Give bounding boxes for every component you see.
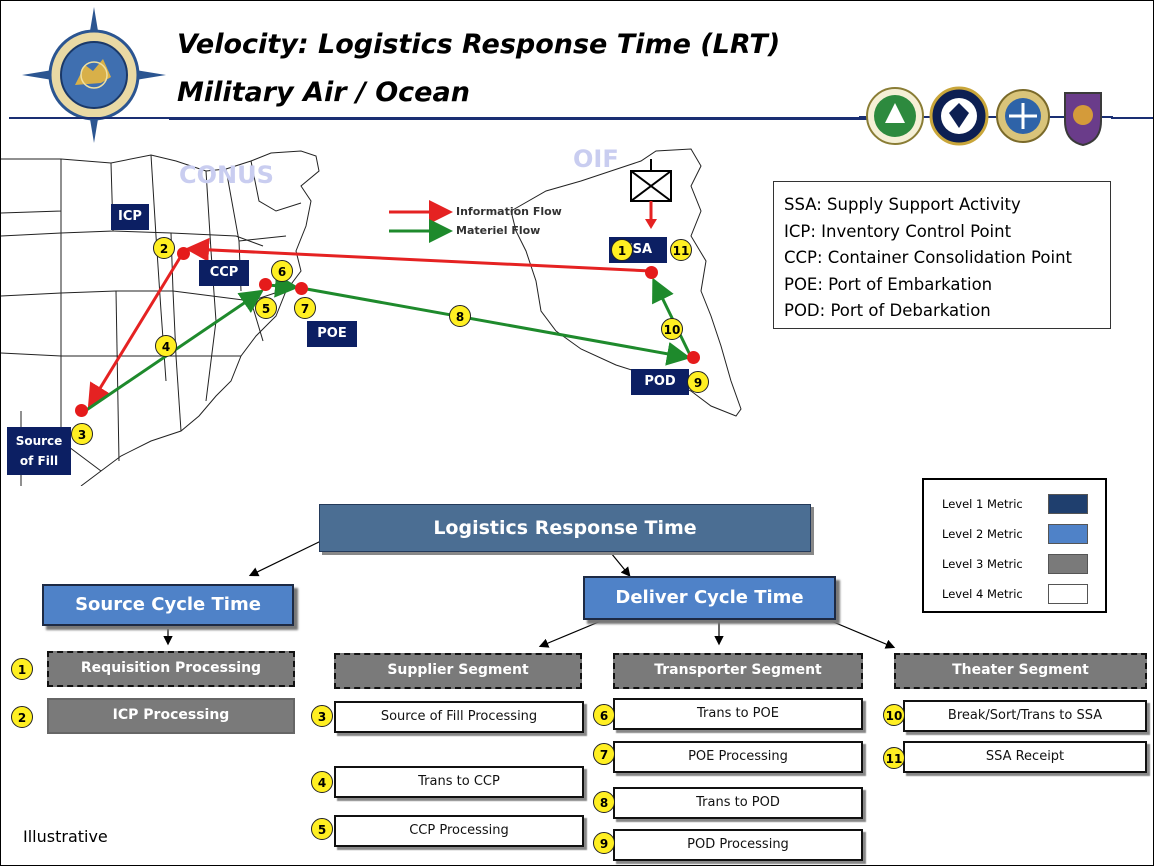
source-cycle-time-box: Source Cycle Time <box>42 584 294 626</box>
oif-region-label: OIF <box>573 145 619 173</box>
requisition-processing-box: Requisition Processing <box>47 651 295 687</box>
map-marker-11: 11 <box>670 239 692 261</box>
info-flow-icp-to-source <box>87 255 183 409</box>
theater-segment-box: Theater Segment <box>894 653 1147 689</box>
info-flow-ssa-to-icp <box>185 237 652 273</box>
map-label-poe: POE <box>307 321 357 347</box>
map-marker-6: 6 <box>271 260 293 282</box>
source-of-fill-processing-box: Source of Fill Processing <box>334 701 584 733</box>
legend-level-4-swatch <box>1048 584 1088 604</box>
map-marker-2: 2 <box>153 237 175 259</box>
pod-processing-box: POD Processing <box>613 829 863 861</box>
node-ssa <box>645 266 658 279</box>
source-of-fill-line-2: of Fill <box>19 454 59 468</box>
map-marker-10: 10 <box>661 318 683 340</box>
definition-ccp: CCP: Container Consolidation Point <box>784 248 1073 267</box>
map-label-pod: POD <box>631 369 689 395</box>
illustrative-footnote: Illustrative <box>23 827 108 846</box>
logistics-response-time-box: Logistics Response Time <box>319 504 811 552</box>
conus-region-label: CONUS <box>179 161 274 189</box>
tree-marker-7: 7 <box>593 743 615 765</box>
sddc-seal-icon <box>866 87 924 145</box>
map-label-ccp: CCP <box>199 260 249 286</box>
poe-processing-box: POE Processing <box>613 741 863 773</box>
node-ccp <box>259 278 272 291</box>
definition-icp: ICP: Inventory Control Point <box>784 221 1012 241</box>
legend-level-2-label: Level 2 Metric <box>942 527 1023 541</box>
node-poe <box>295 282 308 295</box>
tree-marker-5: 5 <box>311 818 333 840</box>
tree-connectors <box>163 540 896 649</box>
node-pod <box>687 351 700 364</box>
acronym-definitions: SSA: Supply Support Activity ICP: Invent… <box>773 181 1111 329</box>
source-of-fill-line-1: Source <box>15 434 63 448</box>
air-mobility-command-seal-icon <box>996 89 1050 143</box>
deliver-cycle-time-box: Deliver Cycle Time <box>583 576 836 620</box>
ustranscom-seal-logo <box>22 7 166 143</box>
legend-materiel-flow: Materiel Flow <box>456 224 541 237</box>
ssa-receipt-box: SSA Receipt <box>903 741 1147 773</box>
trans-to-pod-box: Trans to POD <box>613 787 863 819</box>
node-icp <box>177 247 190 260</box>
metric-level-legend: Level 1 Metric Level 2 Metric Level 3 Me… <box>922 478 1107 613</box>
service-seals <box>859 86 1113 147</box>
trans-to-poe-box: Trans to POE <box>613 698 863 730</box>
map-marker-8: 8 <box>449 305 471 327</box>
definition-poe: POE: Port of Embarkation <box>784 274 993 294</box>
trans-to-ccp-box: Trans to CCP <box>334 766 584 798</box>
map-marker-3: 3 <box>71 423 93 445</box>
definition-pod: POD: Port of Debarkation <box>784 301 991 320</box>
break-sort-trans-to-ssa-box: Break/Sort/Trans to SSA <box>903 700 1147 732</box>
map-label-source-of-fill: Source of Fill <box>7 427 71 475</box>
title-rule <box>169 117 869 120</box>
definition-ssa: SSA: Supply Support Activity <box>784 195 1021 214</box>
title-rule-left <box>9 117 169 119</box>
map-label-icp: ICP <box>111 204 149 230</box>
tree-marker-3: 3 <box>311 705 333 727</box>
tree-marker-6: 6 <box>593 704 615 726</box>
transporter-segment-box: Transporter Segment <box>613 653 863 689</box>
legend-level-1-label: Level 1 Metric <box>942 497 1023 511</box>
tree-marker-8: 8 <box>593 791 615 813</box>
legend-level-4-label: Level 4 Metric <box>942 587 1023 601</box>
title-rule-right <box>1111 117 1153 119</box>
supplier-segment-box: Supplier Segment <box>334 653 582 689</box>
military-sealift-seal-icon <box>1064 92 1102 147</box>
slide-title-line-2: Military Air / Ocean <box>177 77 470 108</box>
tree-marker-10: 10 <box>883 704 905 726</box>
map-marker-7: 7 <box>294 297 316 319</box>
tree-marker-9: 9 <box>593 832 615 854</box>
map-marker-5: 5 <box>255 297 277 319</box>
tree-marker-11: 11 <box>883 747 905 769</box>
slide-title-line-1: Velocity: Logistics Response Time (LRT) <box>177 29 781 60</box>
oif-map-outline <box>510 148 742 417</box>
materiel-flow-poe-to-pod <box>300 286 691 366</box>
map-marker-1: 1 <box>611 239 633 261</box>
legend-level-1-swatch <box>1048 494 1088 514</box>
ccp-processing-box: CCP Processing <box>334 815 584 847</box>
icp-processing-box: ICP Processing <box>47 698 295 734</box>
tree-marker-2: 2 <box>11 706 33 728</box>
tree-marker-4: 4 <box>311 771 333 793</box>
map-marker-4: 4 <box>155 335 177 357</box>
legend-level-3-label: Level 3 Metric <box>942 557 1023 571</box>
map-marker-9: 9 <box>687 371 709 393</box>
navy-seal-icon <box>929 86 989 146</box>
node-source-of-fill <box>75 404 88 417</box>
military-unit-symbol-icon <box>630 159 672 229</box>
legend-level-3-swatch <box>1048 554 1088 574</box>
legend-level-2-swatch <box>1048 524 1088 544</box>
tree-marker-1: 1 <box>11 658 33 680</box>
legend-information-flow: Information Flow <box>456 205 562 218</box>
